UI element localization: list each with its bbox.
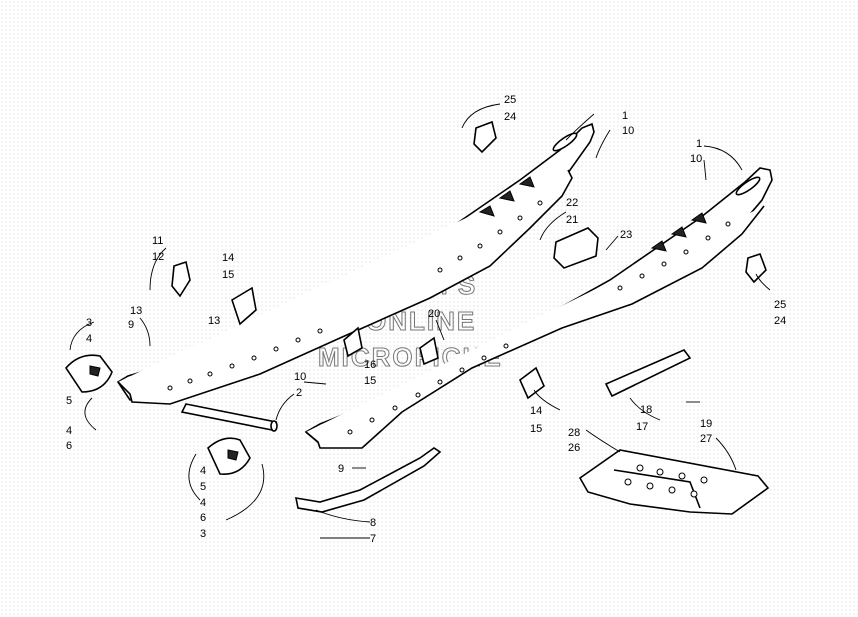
callout-24-upper: 24 [504, 111, 516, 123]
bracket-12 [171, 260, 191, 298]
rail-right-holes [347, 221, 731, 435]
leader-lines [69, 103, 771, 539]
callout-4-lower-a: 4 [200, 465, 206, 477]
callout-25-lower: 25 [774, 299, 786, 311]
callout-2: 2 [296, 387, 302, 399]
bracket-15 [419, 336, 439, 366]
slide-17 [604, 349, 692, 398]
callout-13-right: 13 [208, 315, 220, 327]
callout-22: 22 [566, 197, 578, 209]
callout-17: 17 [636, 421, 648, 433]
callout-14-lower: 14 [530, 405, 542, 417]
callout-11: 11 [152, 235, 163, 247]
callout-1-upper: 1 [622, 110, 628, 122]
callout-13-left: 13 [130, 305, 142, 317]
callout-9-lower: 9 [338, 463, 344, 475]
rail-left-holes [167, 200, 543, 391]
callout-25-upper: 25 [504, 94, 516, 106]
callouts: 25 24 1 10 1 10 22 21 23 11 12 14 15 13 … [66, 94, 786, 545]
callout-10-upper: 10 [622, 125, 634, 137]
cross-shaft [180, 403, 278, 432]
callout-4-mid: 4 [66, 425, 72, 437]
callout-1-lower: 1 [696, 138, 702, 150]
callout-6-lower: 6 [200, 512, 206, 524]
callout-5-upper: 5 [66, 395, 72, 407]
callout-3-lower: 3 [200, 528, 206, 540]
bracket-24-upper [473, 120, 497, 154]
callout-8: 8 [370, 517, 376, 529]
callout-10-lower: 10 [690, 153, 702, 165]
brackets [171, 120, 767, 400]
bumper-block [553, 227, 599, 269]
wear-strip [294, 447, 442, 513]
callout-15-lower: 15 [530, 423, 542, 435]
rail-right-slot [735, 176, 761, 196]
callout-15-upper: 15 [222, 269, 234, 281]
callout-10-mid: 10 [294, 371, 306, 383]
bracket-16 [343, 326, 363, 358]
bracket-14-upper [231, 286, 257, 326]
callout-26: 26 [568, 442, 580, 454]
idler-wheel-upper [64, 354, 113, 393]
callout-4-upper: 4 [86, 333, 92, 345]
rail-left-slot [552, 132, 578, 152]
callout-19: 19 [700, 418, 712, 430]
bracket-24-lower [745, 252, 767, 284]
callout-21: 21 [566, 214, 578, 226]
callout-9-upper: 9 [128, 319, 134, 331]
callout-27: 27 [700, 433, 712, 445]
callout-7: 7 [370, 533, 376, 545]
callout-14-upper: 14 [222, 252, 234, 264]
callout-28: 28 [568, 427, 580, 439]
idler-wheel-lower [207, 437, 251, 475]
callout-3-upper: 3 [86, 317, 92, 329]
callout-24-lower: 24 [774, 315, 786, 327]
callout-15-mid: 15 [364, 375, 376, 387]
callout-23: 23 [620, 229, 632, 241]
callout-5-lower: 5 [200, 481, 206, 493]
callout-16: 16 [364, 359, 376, 371]
callout-12: 12 [152, 251, 164, 263]
callout-6-upper: 6 [66, 440, 72, 452]
rail-left-cutouts [478, 176, 535, 217]
rail-left [116, 122, 595, 405]
track-section [578, 449, 770, 515]
callout-4-lower-b: 4 [200, 497, 206, 509]
callout-18: 18 [640, 404, 652, 416]
callout-20: 20 [428, 308, 440, 320]
bracket-14-lower [519, 366, 545, 400]
rail-right [304, 167, 773, 449]
rail-right-cutouts [650, 212, 707, 252]
